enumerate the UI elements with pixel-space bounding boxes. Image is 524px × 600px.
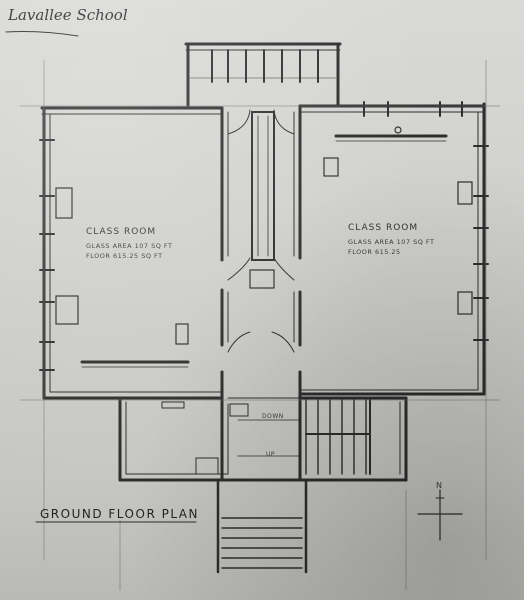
door-swings xyxy=(227,109,295,353)
left-room-floor-area: FLOOR 615.25 SQ FT xyxy=(86,252,163,260)
stair-up-label: UP xyxy=(266,451,275,458)
left-room-name: CLASS ROOM xyxy=(86,227,156,237)
stair-treads xyxy=(305,397,371,475)
outer-walls xyxy=(40,102,486,400)
lower-left-wing xyxy=(118,396,302,482)
header-note: Lavallee School xyxy=(7,6,128,24)
right-room-name: CLASS ROOM xyxy=(348,223,418,233)
top-windows xyxy=(363,101,463,117)
plan-title: GROUND FLOOR PLAN xyxy=(40,507,199,521)
construction-lines xyxy=(19,59,501,591)
entry-steps xyxy=(216,478,308,574)
corridor-walls xyxy=(220,104,302,480)
lower-right-wing xyxy=(298,396,408,482)
stair-down-label: DOWN xyxy=(262,413,284,420)
left-windows xyxy=(39,139,55,371)
right-room-floor-area: FLOOR 615.25 xyxy=(348,248,401,256)
north-arrow-letter: N xyxy=(436,481,442,490)
room-fixtures xyxy=(55,157,473,345)
top-porch xyxy=(184,42,342,108)
right-windows xyxy=(473,145,489,341)
right-room-glass-area: GLASS AREA 107 SQ FT xyxy=(348,238,435,246)
north-arrow xyxy=(417,489,463,541)
ventilator-mark xyxy=(394,126,402,134)
left-room-glass-area: GLASS AREA 107 SQ FT xyxy=(86,242,173,250)
header-note-underline xyxy=(5,31,79,37)
